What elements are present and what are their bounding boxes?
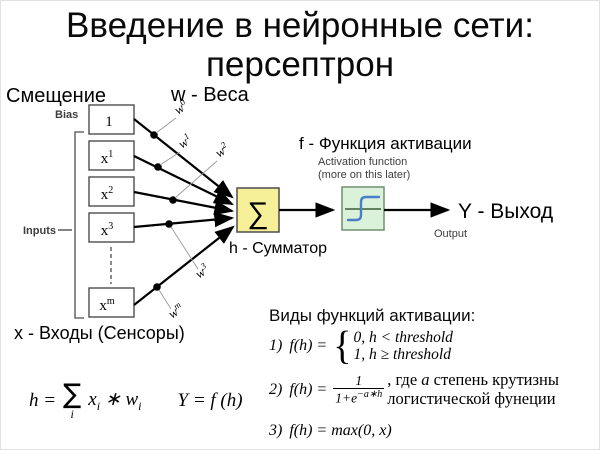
f1-cases: 0, h < threshold 1, h ≥ threshold: [353, 329, 452, 364]
input-box-x3-label: x3: [101, 221, 114, 239]
activation-label-ru: f - Функция активации: [299, 134, 472, 153]
activation-kinds-title: Виды функций активации:: [269, 306, 476, 325]
weight-dot-wm: [153, 283, 161, 291]
output-label-en: Output: [434, 228, 467, 240]
sum-formula-sigma: ∑ i: [63, 379, 82, 421]
connector-wm: [158, 289, 172, 310]
connector-w0: [155, 117, 177, 134]
summator-label: h - Сумматор: [229, 240, 327, 257]
input-box-bias: [88, 104, 135, 135]
cases-brace: {: [333, 324, 352, 369]
output-formula: Y = f (h): [177, 389, 243, 411]
f2-note-line1: , где a степень крутизны: [387, 369, 559, 389]
activation-kind-2: 2) f(h) = 1 1+e−a∗h , где a степень крут…: [269, 369, 594, 409]
slide-title-line2: персептрон: [205, 44, 395, 84]
inputs-bracket: [74, 131, 84, 319]
f2-fraction: 1 1+e−a∗h: [333, 372, 385, 407]
input-arrows: [133, 118, 235, 306]
summator-box: [236, 187, 280, 233]
weight-dot-w1: [154, 163, 162, 171]
sum-formula: h = ∑ i xi ∗ wi Y = f (h): [29, 379, 243, 421]
fraction-numerator: 1: [355, 372, 363, 388]
arrow-x3: [133, 211, 235, 229]
f2-lhs: f(h) =: [289, 380, 328, 398]
arrow-x2: [133, 190, 235, 216]
weight-label-w2: w2: [212, 140, 232, 161]
f2-note: , где a степень крутизны логистической ф…: [387, 369, 559, 409]
item-number: 1): [269, 337, 283, 355]
input-boxes: 1 x1 x2 x3 xm: [88, 104, 135, 318]
big-sigma-symbol: ∑: [63, 379, 82, 410]
input-box-bias-label: 1: [105, 114, 113, 130]
inputs-label-en: Inputs: [23, 225, 56, 237]
f1-lhs: f(h) =: [289, 337, 328, 355]
f1-case2: 1, h ≥ threshold: [353, 346, 451, 364]
input-box-x1: [88, 140, 135, 171]
activation-kind-3: 3) f(h) = max(0, x): [269, 422, 594, 440]
activation-note-line2: (more on this later): [318, 169, 410, 181]
slide-title-line1: Введение в нейронные сети:: [66, 6, 534, 45]
sum-formula-lhs: h =: [29, 389, 57, 411]
weight-dot-w2: [169, 196, 177, 204]
weight-dot-w0: [150, 131, 158, 139]
activation-kind-1: 1) f(h) = { 0, h < threshold 1, h ≥ thre…: [269, 324, 594, 369]
input-box-xm: [88, 287, 135, 318]
input-box-x2-label: x2: [101, 185, 114, 203]
weight-dots: [150, 131, 177, 291]
item-number: 3): [269, 421, 283, 439]
weight-connectors: [155, 117, 218, 310]
arrow-x1: [133, 155, 234, 205]
connector-w2: [174, 160, 218, 199]
sum-formula-rhs: xi ∗ wi: [88, 388, 142, 413]
item-number: 2): [269, 380, 283, 398]
sigma-symbol: ∑: [247, 197, 268, 230]
weights-label: w - Веса: [170, 84, 250, 106]
weight-label-w1: w1: [175, 131, 195, 152]
arrow-bias: [133, 118, 234, 199]
bias-label-ru: Смещение: [6, 85, 106, 107]
sigma-subscript: i: [70, 406, 74, 421]
input-box-xm-label: xm: [99, 296, 115, 314]
arrow-xm: [133, 225, 235, 306]
input-box-x3: [88, 212, 135, 243]
f3-lhs: f(h) = max(0, x): [289, 421, 392, 439]
weight-dot-w3: [165, 220, 173, 228]
output-label-ru: Y - Выход: [458, 200, 553, 223]
variable-a: a: [421, 369, 430, 389]
bias-label-en: Bias: [55, 109, 78, 121]
activation-kinds: Виды функций активации: 1) f(h) = { 0, h…: [269, 306, 594, 440]
connector-w3: [170, 226, 199, 270]
inputs-label-ru: x - Входы (Сенсоры): [14, 323, 185, 343]
f2-note-line2: логистической фунеции: [387, 388, 556, 408]
input-box-x1-label: x1: [101, 149, 114, 167]
activation-note-line1: Activation function: [318, 156, 407, 168]
f1-case1: 0, h < threshold: [353, 329, 453, 346]
step-function-icon: [346, 195, 381, 222]
slide-title: Введение в нейронные сети: персептрон: [1, 6, 599, 84]
weight-label-wm: wm: [165, 299, 187, 321]
connector-w1: [159, 151, 181, 166]
fraction-denominator: 1+e−a∗h: [333, 388, 385, 406]
input-box-x2: [88, 176, 135, 207]
